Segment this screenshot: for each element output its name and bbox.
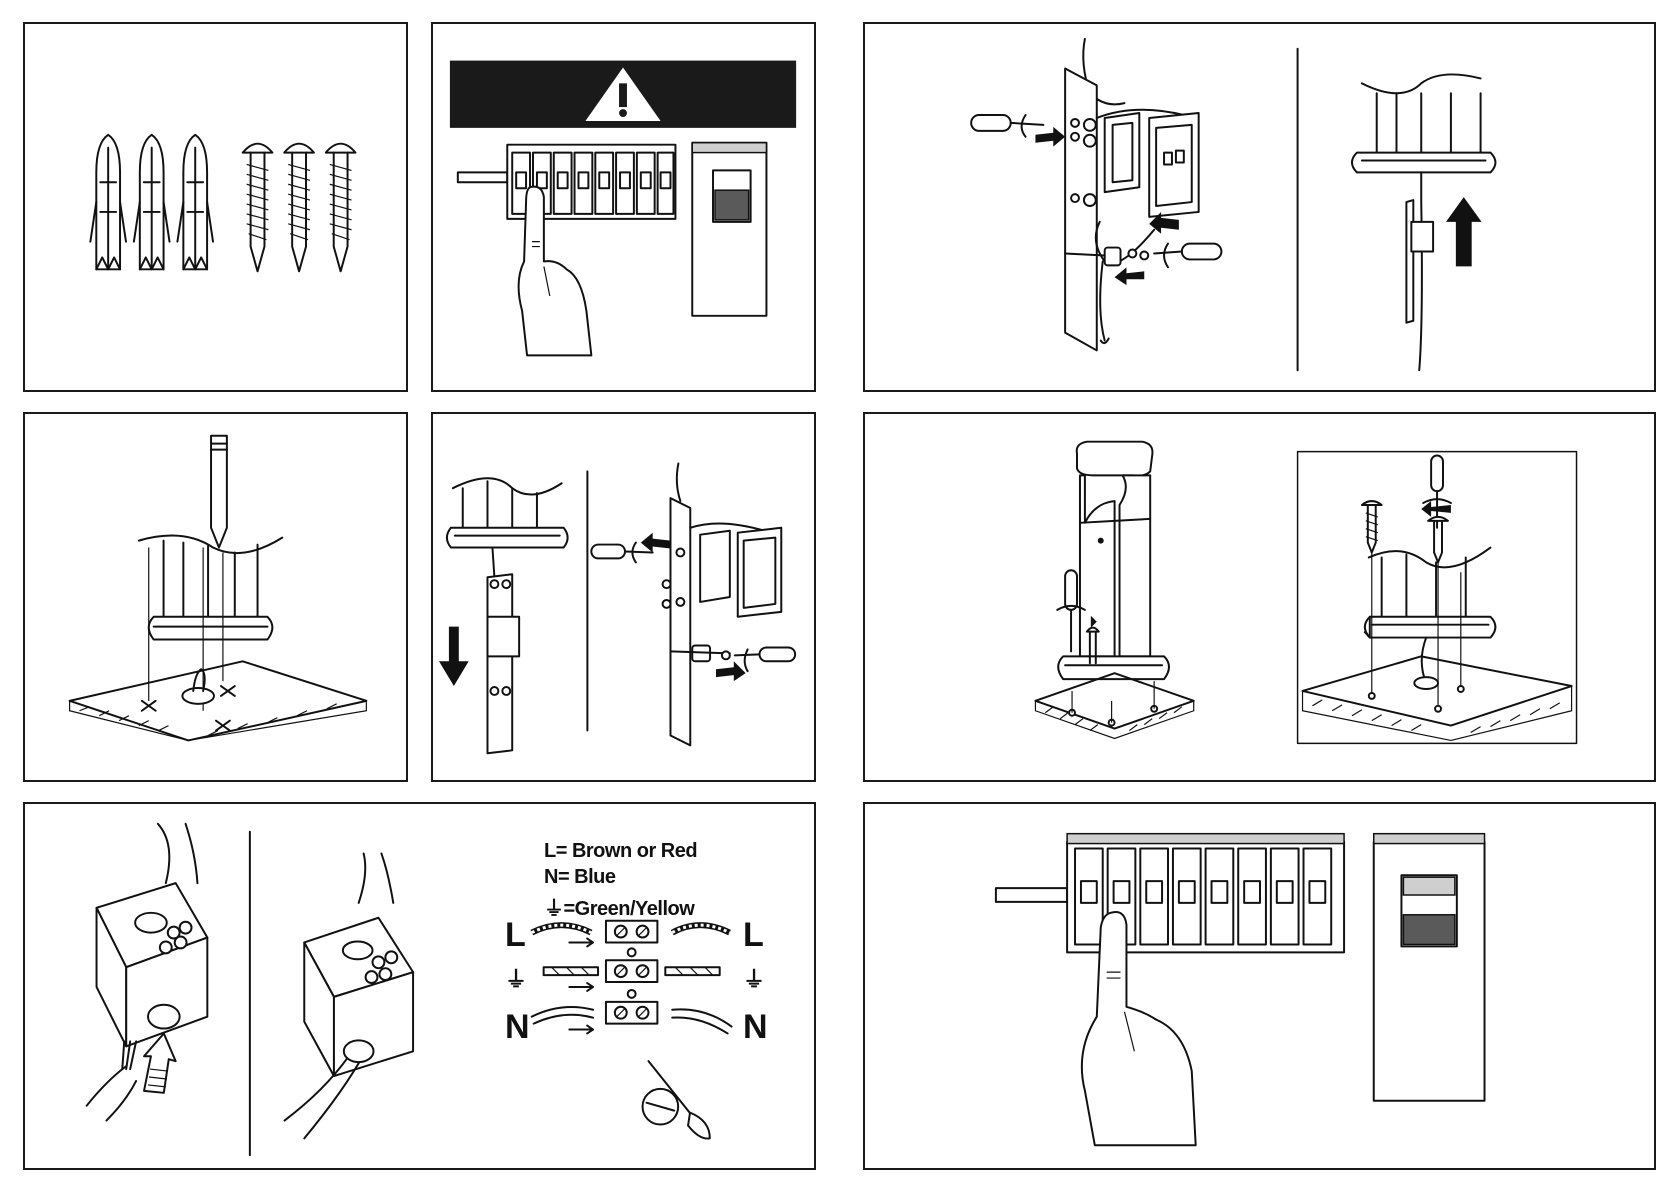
- label-live-left: L: [505, 916, 526, 955]
- panel-bracket-junction-box: [863, 22, 1656, 392]
- legend-live: L= Brown or Red: [544, 840, 697, 863]
- post-fixing-illustration: [865, 414, 1654, 780]
- arrow-down-icon: [439, 627, 469, 686]
- screw-1: [243, 144, 273, 272]
- terminal-block-live: [532, 921, 730, 947]
- bracket-assembly-illustration: [865, 24, 1654, 390]
- anchors-screws-illustration: [25, 24, 406, 390]
- label-neutral-right: N: [743, 1008, 768, 1047]
- wall-anchor-2: [134, 135, 170, 270]
- screwdriver-icon: [971, 115, 1043, 131]
- panel-mark-holes: [23, 412, 408, 782]
- terminal-block-earth: [544, 948, 720, 991]
- warning-breaker-illustration: [433, 24, 814, 390]
- panel-wiring: L= Brown or Red N= Blue ⏚=Green/Yellow L…: [23, 802, 816, 1170]
- wall-anchor-1: [90, 135, 126, 270]
- screwdriver-icon: [591, 545, 652, 559]
- screwdriver-icon: [1065, 570, 1077, 651]
- bollard-light: [1077, 442, 1153, 657]
- terminal-block-neutral: [532, 990, 732, 1034]
- breaker-on-illustration: [865, 804, 1654, 1168]
- panel-remove-bracket: [431, 412, 816, 782]
- panel-parts-anchors-screws: [23, 22, 408, 392]
- screw-2: [284, 144, 314, 272]
- panel-power-on: [863, 802, 1656, 1170]
- post-base-flange: [1352, 153, 1495, 173]
- arrow-up-icon: [1446, 197, 1482, 266]
- mounting-bracket: [1065, 69, 1097, 351]
- ground-symbol-icon: ⏚: [505, 962, 527, 994]
- label-neutral-left: N: [505, 1008, 530, 1047]
- pencil: [211, 436, 227, 548]
- legend-earth: ⏚=Green/Yellow: [544, 892, 694, 921]
- panel-warning-power-off: [431, 22, 816, 392]
- arrow-up-icon: [144, 1033, 176, 1092]
- panel-fix-post: [863, 412, 1656, 782]
- bracket-removal-illustration: [433, 414, 814, 780]
- marking-illustration: [25, 414, 406, 780]
- legend-neutral: N= Blue: [544, 866, 616, 889]
- distribution-box: [692, 143, 766, 316]
- screwdriver-icon: [643, 1061, 710, 1138]
- screw-3: [326, 144, 356, 272]
- label-live-right: L: [743, 916, 764, 955]
- wall-anchor-3: [177, 135, 213, 270]
- ground-symbol-icon: ⏚: [743, 962, 765, 994]
